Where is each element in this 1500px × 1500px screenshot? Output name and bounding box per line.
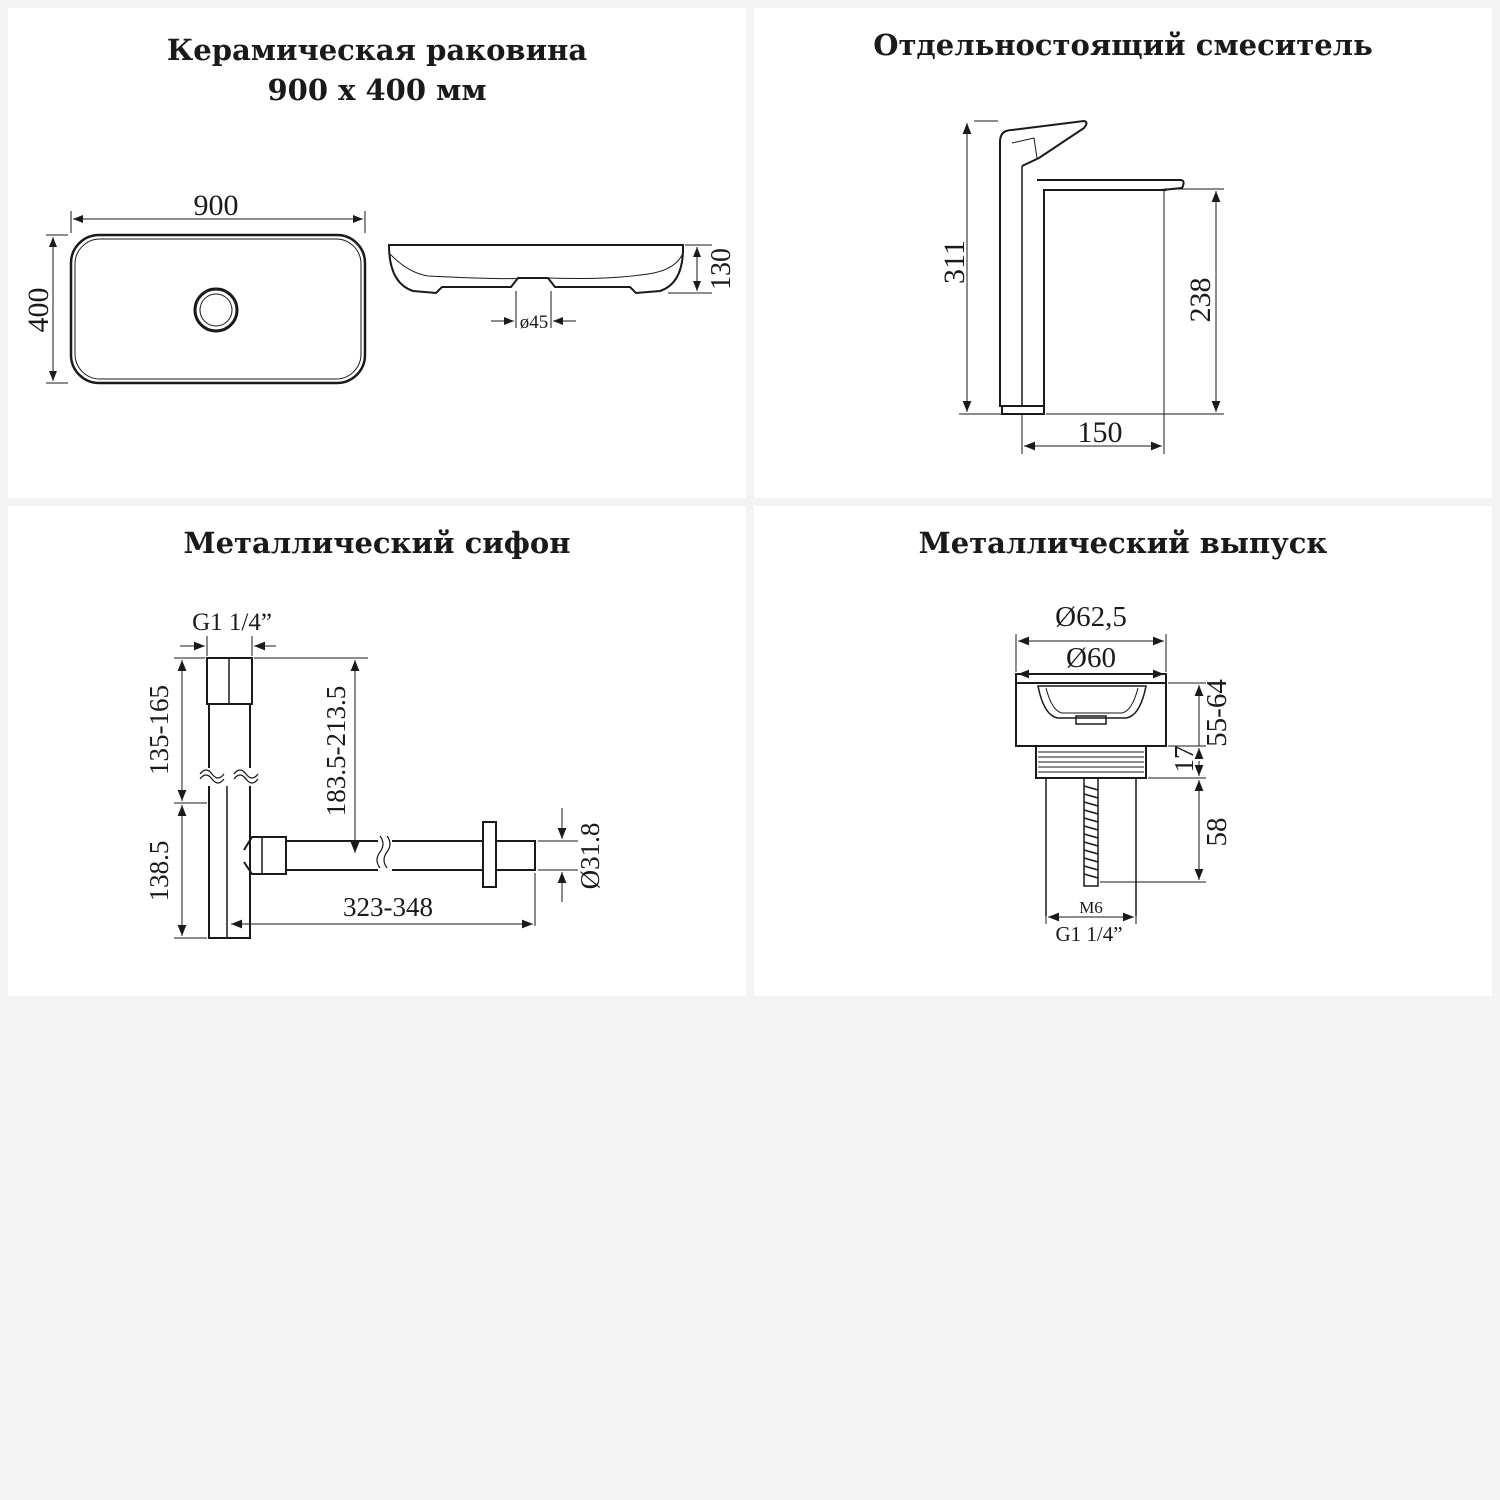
sink-title-line2: 900 х 400 мм [267,73,487,107]
drain-outer-diameter-label: Ø62,5 [1055,601,1127,633]
sink-depth-label: 400 [22,288,55,333]
siphon-lower-label: 138.5 [144,841,174,902]
faucet-title: Отдельностоящий смеситель [873,28,1373,62]
drain-range-label: 55-64 [1201,679,1233,747]
faucet-spout-height-label: 238 [1184,278,1217,323]
faucet-panel: Отдельностоящий смеситель [754,8,1492,498]
faucet-reach-label: 150 [1078,416,1123,449]
sink-drain-hole [193,287,239,333]
siphon-outlet-diameter-label: Ø31.8 [575,823,605,890]
sink-height-label: 130 [706,248,737,290]
drain-cap [1015,673,1167,684]
siphon-title: Металлический сифон [183,526,571,560]
siphon-wall-flange [482,821,497,888]
drain-inner-diameter-label: Ø60 [1066,642,1116,674]
sink-drawing: 900 400 130 ø45 [22,189,737,385]
drain-title: Металлический выпуск [918,526,1328,560]
drain-flange-label: 17 [1169,746,1199,773]
drain-thread-label: G1 1/4” [1055,922,1122,946]
faucet-handle [999,119,1088,167]
faucet-spout [1037,179,1185,406]
siphon-body [208,786,251,939]
siphon-outlet-nut [243,836,287,875]
faucet-height-label: 311 [938,240,971,284]
sink-drain-label: ø45 [520,312,549,333]
faucet-body [999,166,1045,415]
drain-thread [1035,745,1147,779]
sink-side-view [387,244,685,295]
sink-width-label: 900 [194,189,239,222]
siphon-thread-label: G1 1/4” [192,609,272,636]
sink-panel: Керамическая раковина 900 х 400 мм [8,8,746,498]
sink-title-line1: Керамическая раковина [166,33,588,67]
siphon-outlet-pipe [392,840,483,871]
drain-body-label: 58 [1201,818,1233,847]
drain-screw [1083,777,1099,887]
siphon-panel: Металлический сифон [8,506,746,996]
faucet-drawing: 311 238 150 [938,119,1224,454]
siphon-upper-label: 135-165 [144,685,174,775]
drain-flange [1015,683,1167,747]
siphon-inlet-label: 183.5-213.5 [321,686,351,817]
sink-title: Керамическая раковина 900 х 400 мм [8,30,746,110]
drain-drawing: Ø62,5 Ø60 55-64 17 58 M6 G1 1/4” [1015,601,1233,946]
siphon-outlet-length-label: 323-348 [343,892,433,922]
drain-panel: Металлический выпуск [754,506,1492,996]
sink-top-view [69,233,367,385]
drain-screw-label: M6 [1079,898,1103,917]
siphon-drawing: G1 1/4” 135-165 138.5 183.5-213.5 323-34… [144,609,605,939]
